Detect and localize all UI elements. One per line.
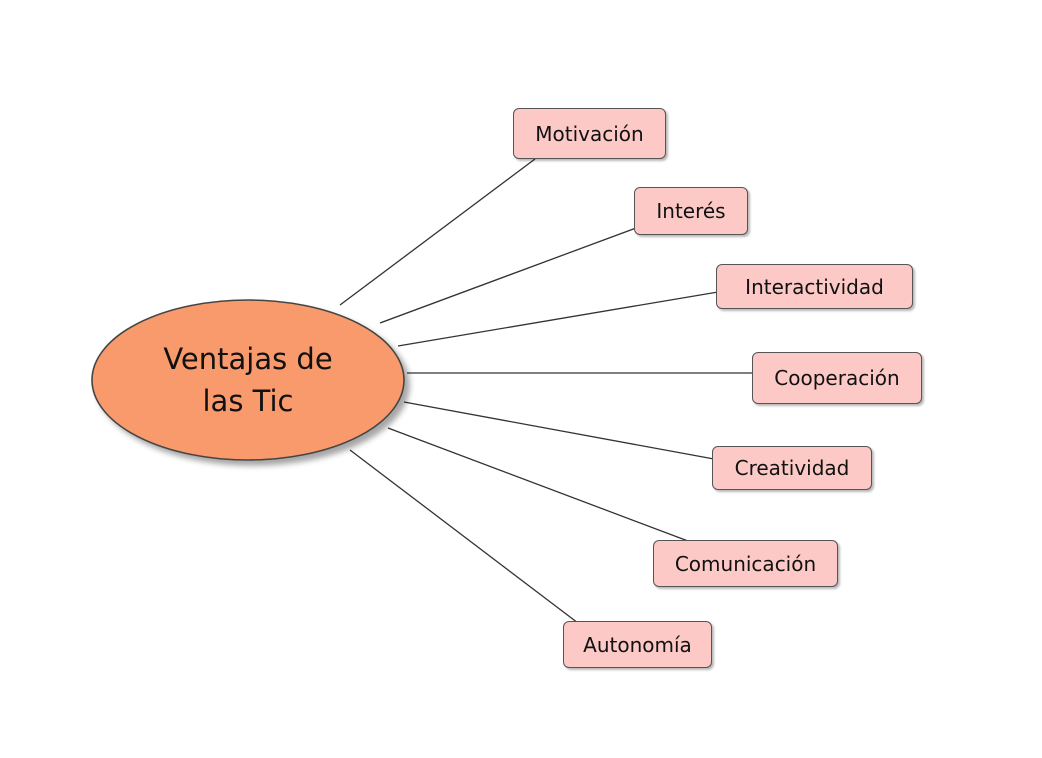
central-topic-ellipse[interactable] — [91, 299, 405, 461]
node-cooperacion[interactable]: Cooperación — [752, 352, 922, 404]
node-interes[interactable]: Interés — [634, 187, 748, 235]
node-interactividad[interactable]: Interactividad — [716, 264, 913, 309]
node-autonomia[interactable]: Autonomía — [563, 621, 712, 668]
connector-creatividad — [403, 401, 715, 460]
connector-interactividad — [397, 291, 719, 347]
node-comunicacion[interactable]: Comunicación — [653, 540, 838, 587]
connector-motivacion — [339, 158, 536, 306]
node-creatividad[interactable]: Creatividad — [712, 446, 872, 490]
connector-interes — [379, 227, 637, 324]
node-motivacion[interactable]: Motivación — [513, 108, 666, 159]
connector-autonomia — [349, 449, 579, 624]
connector-comunicacion — [387, 427, 689, 542]
